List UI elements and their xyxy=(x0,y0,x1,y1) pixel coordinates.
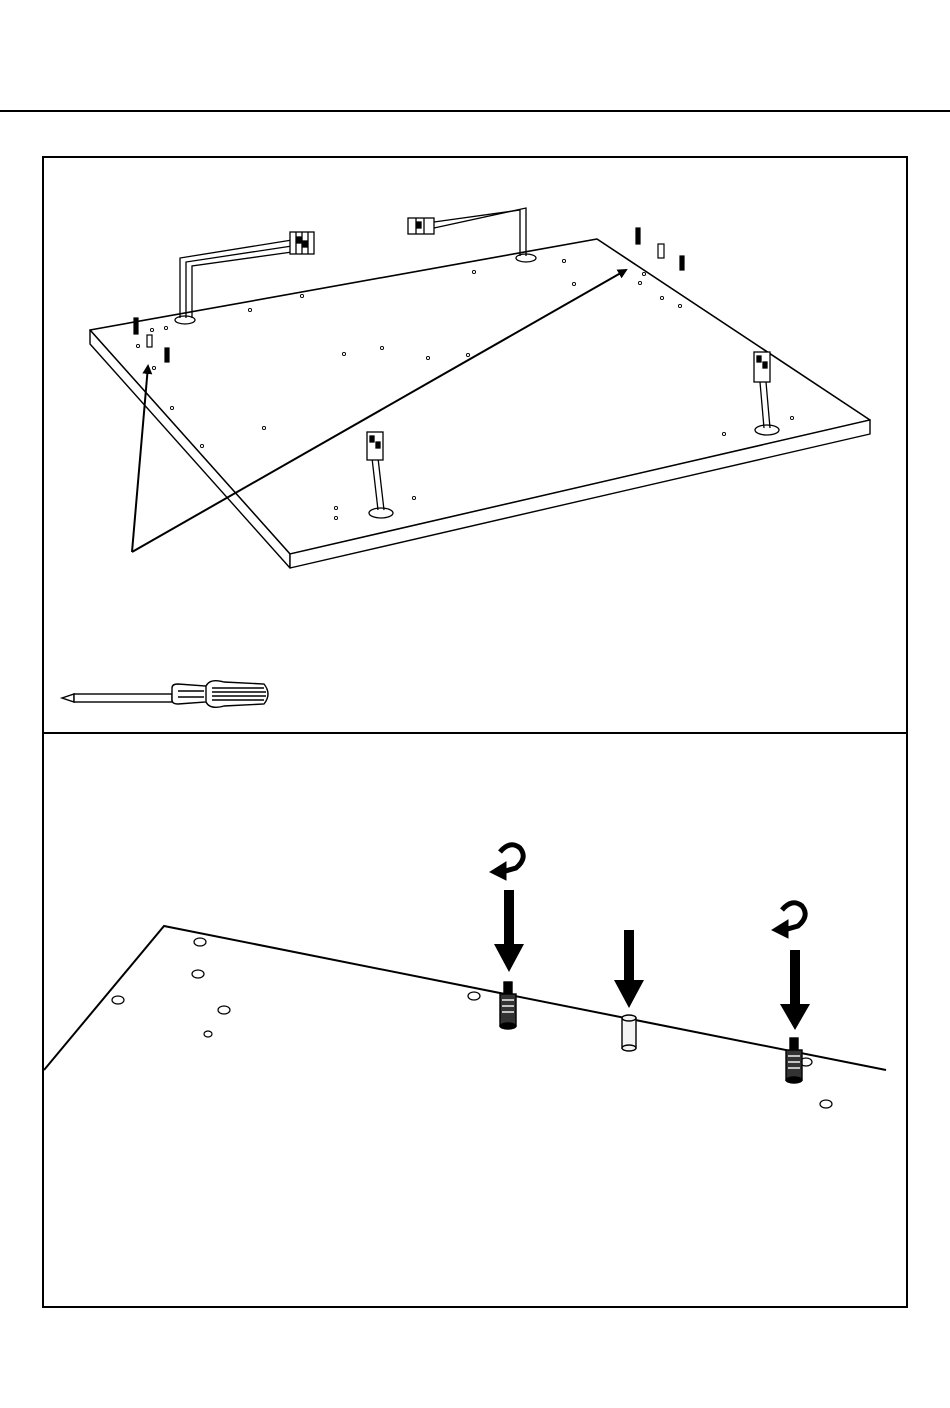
detail-illustration xyxy=(44,734,906,1306)
wooden-dowel xyxy=(622,1015,636,1051)
push-in-arrow-icon-left xyxy=(494,890,524,972)
screwdriver-icon xyxy=(62,681,268,708)
cam-bolt-left xyxy=(500,982,516,1029)
push-in-arrow-icon-center xyxy=(614,930,644,1008)
tabletop-panel xyxy=(90,239,870,568)
insert-arrows xyxy=(494,890,810,1030)
step-panel-overview xyxy=(42,156,908,734)
header-rule xyxy=(0,110,950,112)
step-panel-detail xyxy=(42,732,908,1308)
right-corner-fittings xyxy=(636,228,684,270)
cam-bolt-right xyxy=(786,1038,802,1083)
board-detail xyxy=(44,926,886,1070)
overview-illustration xyxy=(44,158,906,732)
screw-in-rotate-icon-left xyxy=(490,845,523,880)
screw-in-rotate-icon-right xyxy=(772,903,805,938)
board-holes xyxy=(112,938,832,1108)
push-in-arrow-icon-right xyxy=(780,950,810,1030)
